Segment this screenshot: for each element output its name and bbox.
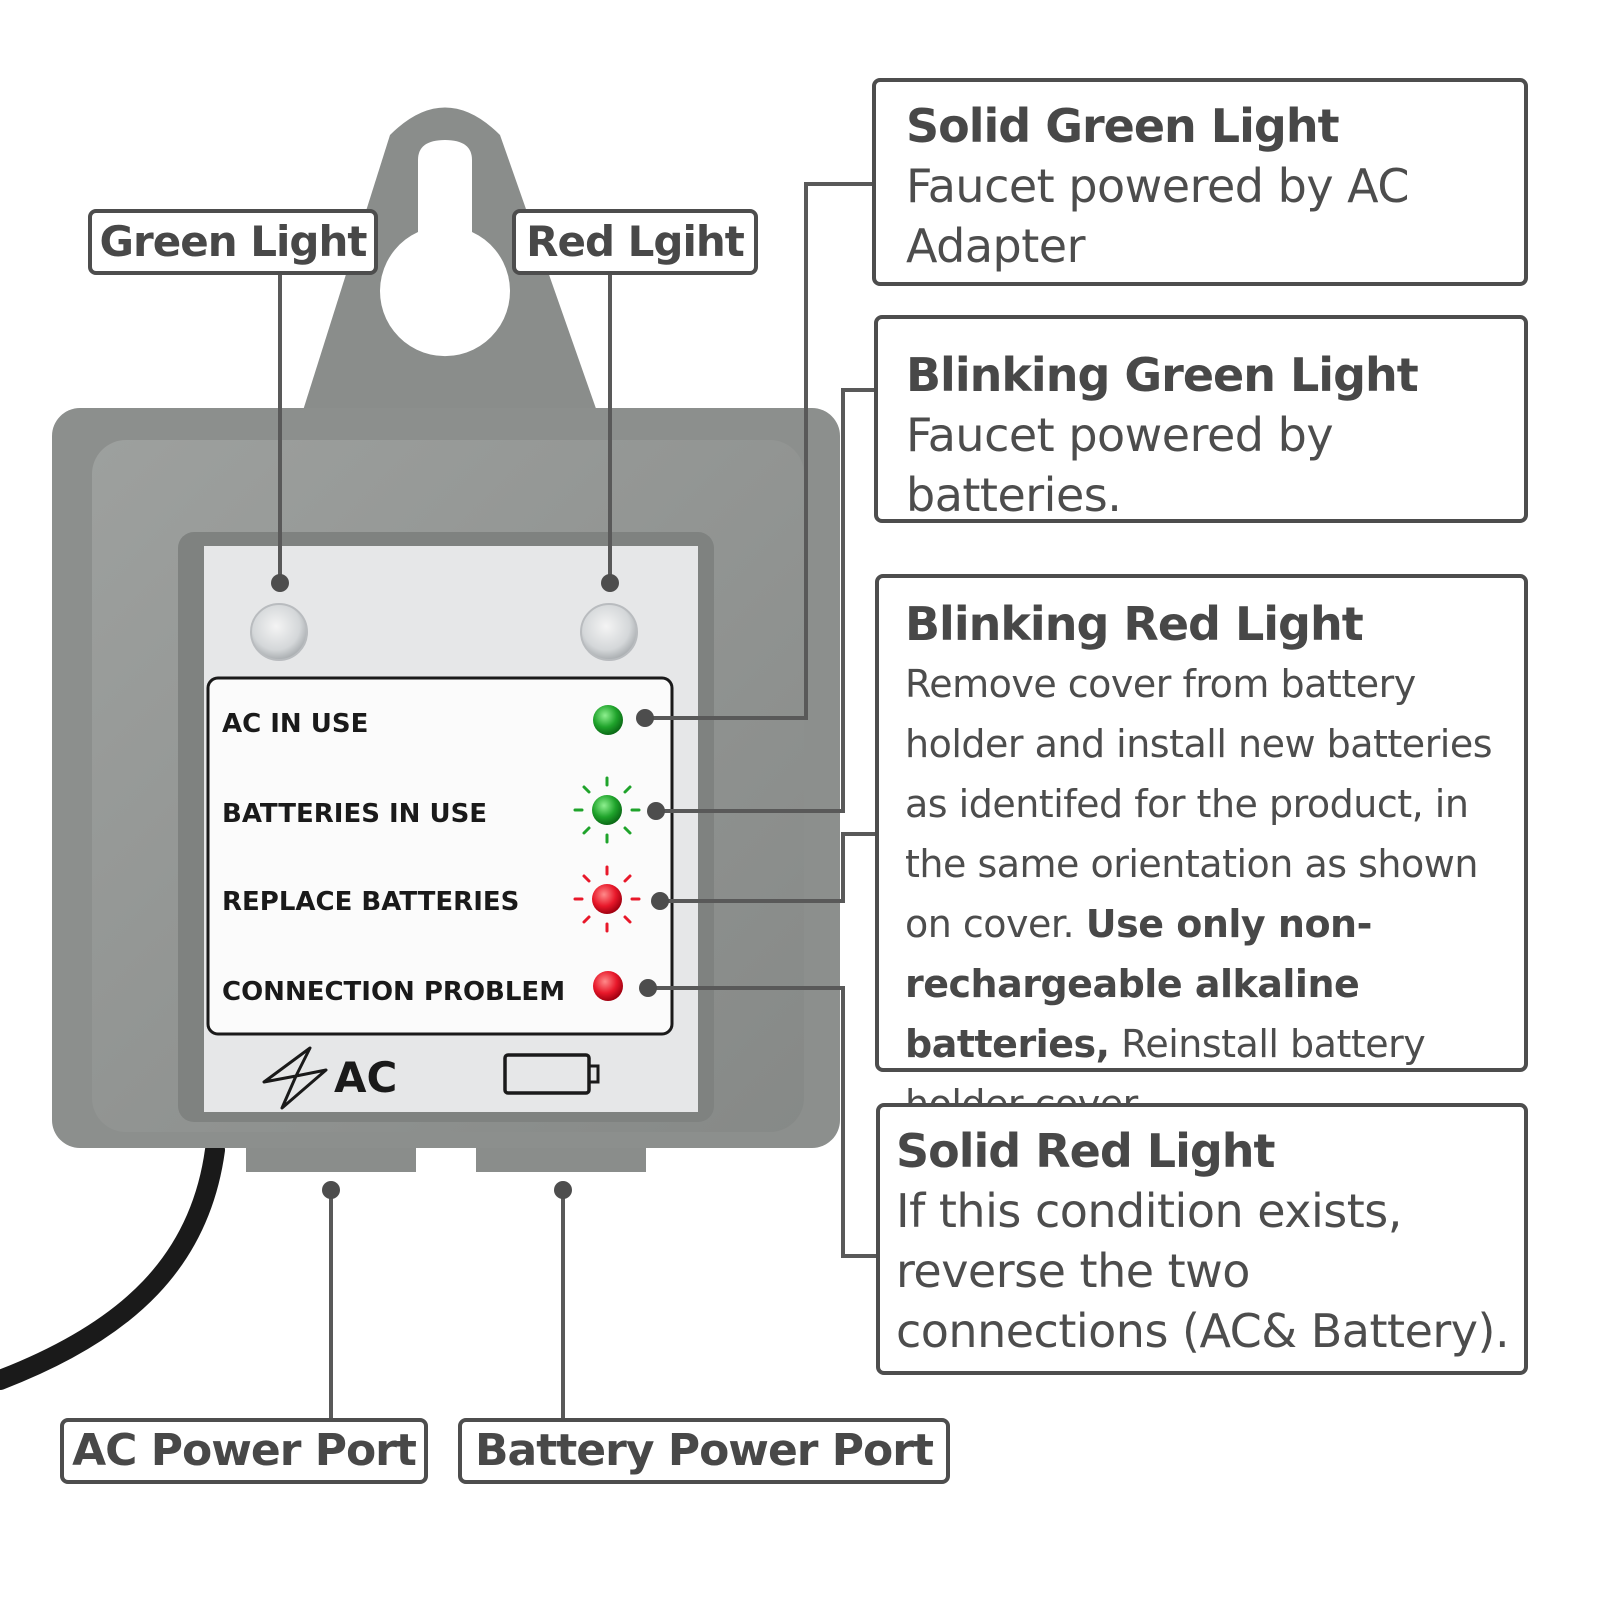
callout-green-light-text: Green Light <box>99 217 368 266</box>
connector-solid-red <box>648 986 876 1258</box>
status-legend-panel <box>206 676 674 1036</box>
callout-battery-power-port: Battery Power Port <box>458 1418 950 1484</box>
callout-red-light: Red Lgiht <box>512 209 758 275</box>
callout-ac-power-port-text: AC Power Port <box>72 1425 417 1476</box>
info-solid-red-title: Solid Red Light <box>896 1124 1276 1178</box>
panel-label-batteries-in-use: BATTERIES IN USE <box>222 799 487 829</box>
info-solid-green-desc: Faucet powered by AC Adapter <box>906 159 1409 273</box>
power-cable <box>0 1140 225 1390</box>
info-blinking-red-desc: Remove cover from battery holder and ins… <box>905 654 1510 1134</box>
connector-blinking-green <box>656 388 875 813</box>
connector-blinking-red <box>660 832 876 903</box>
solid-green-led-icon <box>593 705 623 735</box>
pointer-dot <box>554 1181 572 1199</box>
blinking-green-led-icon <box>573 776 641 844</box>
info-blinking-red-desc-bold: Use only non-rechargeable alkaline batte… <box>905 902 1372 1066</box>
battery-port-housing <box>476 1148 646 1172</box>
callout-ac-power-port: AC Power Port <box>60 1418 428 1484</box>
info-blinking-green-desc: Faucet powered by batteries. <box>906 408 1334 522</box>
callout-red-light-text: Red Lgiht <box>526 217 745 266</box>
info-solid-red-light: Solid Red Light If this condition exists… <box>876 1103 1528 1375</box>
green-light-lens <box>250 603 308 661</box>
red-light-lens <box>580 603 638 661</box>
pointer-dot <box>322 1181 340 1199</box>
panel-label-replace-batteries: REPLACE BATTERIES <box>222 887 519 917</box>
callout-green-light: Green Light <box>88 209 378 275</box>
ac-port-housing <box>246 1148 416 1172</box>
info-blinking-red-title: Blinking Red Light <box>905 597 1364 651</box>
pointer-dot <box>647 802 665 820</box>
battery-icon <box>503 1053 600 1095</box>
info-blinking-red-light: Blinking Red Light Remove cover from bat… <box>875 574 1528 1126</box>
panel-label-connection-problem: CONNECTION PROBLEM <box>222 977 565 1007</box>
info-solid-green-light: Solid Green Light Faucet powered by AC A… <box>872 78 1528 286</box>
pointer-dot <box>639 979 657 997</box>
blinking-red-led-icon <box>573 865 641 933</box>
pointer-dot <box>636 709 654 727</box>
pointer-dot <box>651 892 669 910</box>
panel-label-ac-in-use: AC IN USE <box>222 709 368 739</box>
connector-solid-green <box>645 182 872 720</box>
ac-symbol-label: AC <box>334 1053 397 1102</box>
info-blinking-green-light: Blinking Green Light Faucet powered by b… <box>874 315 1528 523</box>
info-blinking-green-title: Blinking Green Light <box>906 348 1419 402</box>
pointer-dot <box>271 574 289 592</box>
info-blinking-red-desc-part1: Remove cover from battery holder and ins… <box>905 662 1493 946</box>
solid-red-led-icon <box>593 971 623 1001</box>
lightning-bolt-icon <box>262 1046 328 1110</box>
info-solid-red-desc: If this condition exists, reverse the tw… <box>896 1184 1510 1358</box>
mounting-bracket <box>300 107 600 420</box>
callout-battery-power-port-text: Battery Power Port <box>474 1425 934 1476</box>
pointer-dot <box>601 574 619 592</box>
info-solid-green-title: Solid Green Light <box>906 99 1340 153</box>
